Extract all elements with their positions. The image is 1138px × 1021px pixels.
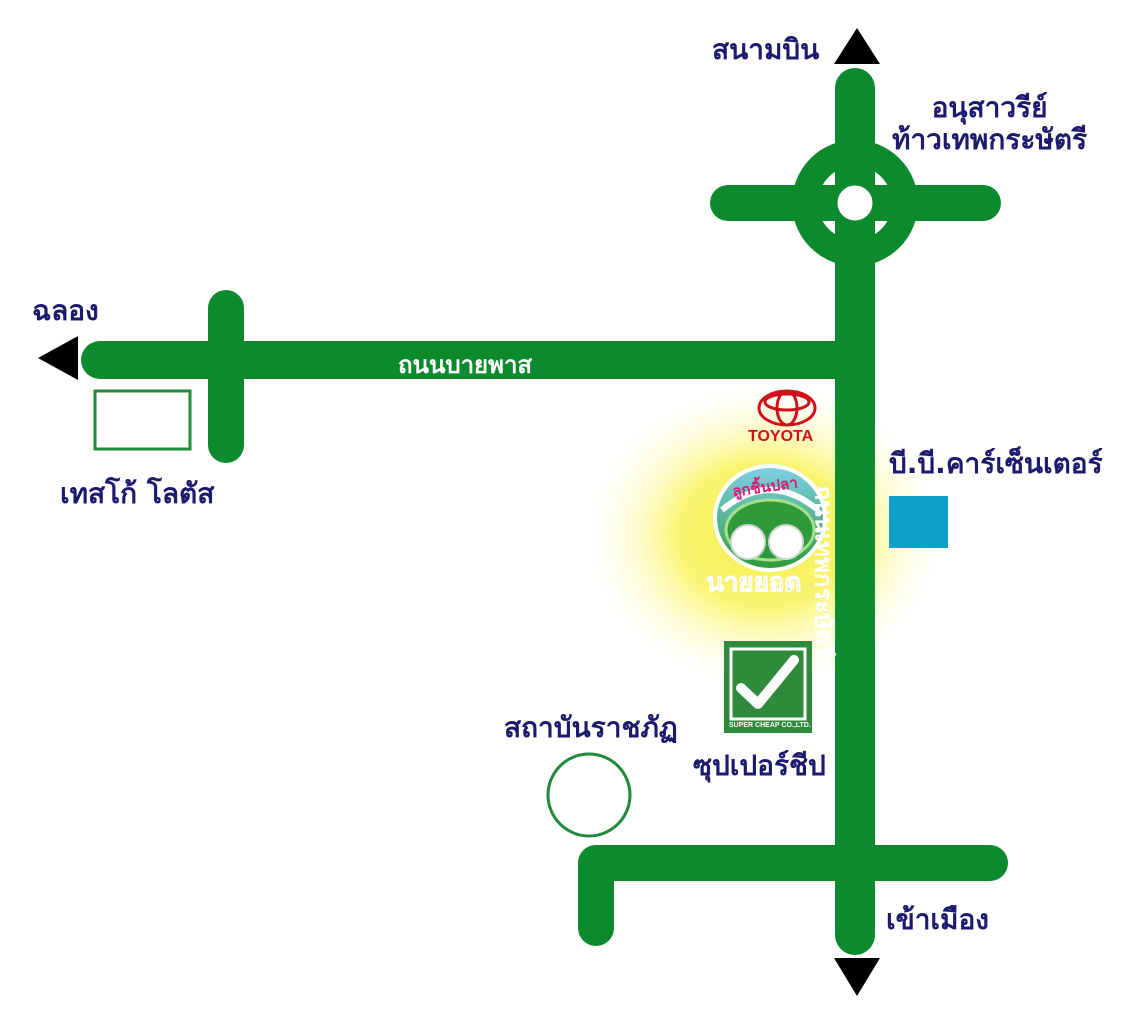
chalong-label: ฉลอง (32, 294, 99, 327)
bb-car-center-square (889, 496, 948, 548)
road-network (81, 68, 1008, 955)
down-arrow-icon (834, 958, 880, 996)
roundabout-icon (792, 140, 918, 266)
rajabhat-building (546, 752, 632, 838)
rajabhat-label: สถาบันราชภัฏ (504, 711, 678, 744)
super-cheap-label: ซุปเปอร์ชีป (693, 749, 826, 782)
checkmark-icon (736, 655, 799, 709)
shop-name-bottom: นายยอด (705, 568, 802, 599)
to-town-label: เข้าเมือง (886, 903, 989, 936)
tesco-label: เทสโก้ โลตัส (60, 477, 215, 510)
toyota-emblem-icon (757, 389, 817, 427)
super-cheap-sub-label: SUPER CHEAP CO.,LTD. (729, 722, 811, 729)
monument-label: อนุสาวรีย์ ท้าวเทพกระษัตรี (892, 91, 1088, 157)
up-arrow-icon (834, 28, 880, 64)
bypass-road-label: ถนนบายพาส (398, 351, 533, 379)
tesco-building (93, 389, 192, 451)
bb-car-center-label: บี.บี.คาร์เซ็นเตอร์ (889, 447, 1103, 480)
thepkrasattri-road-label: ถนนเทพกระษัตรี (809, 485, 838, 658)
airport-label: สนามบิน (712, 33, 820, 66)
toyota-label: TOYOTA (748, 428, 814, 445)
left-arrow-icon (38, 336, 78, 380)
pearl-shell-icon (713, 464, 827, 572)
